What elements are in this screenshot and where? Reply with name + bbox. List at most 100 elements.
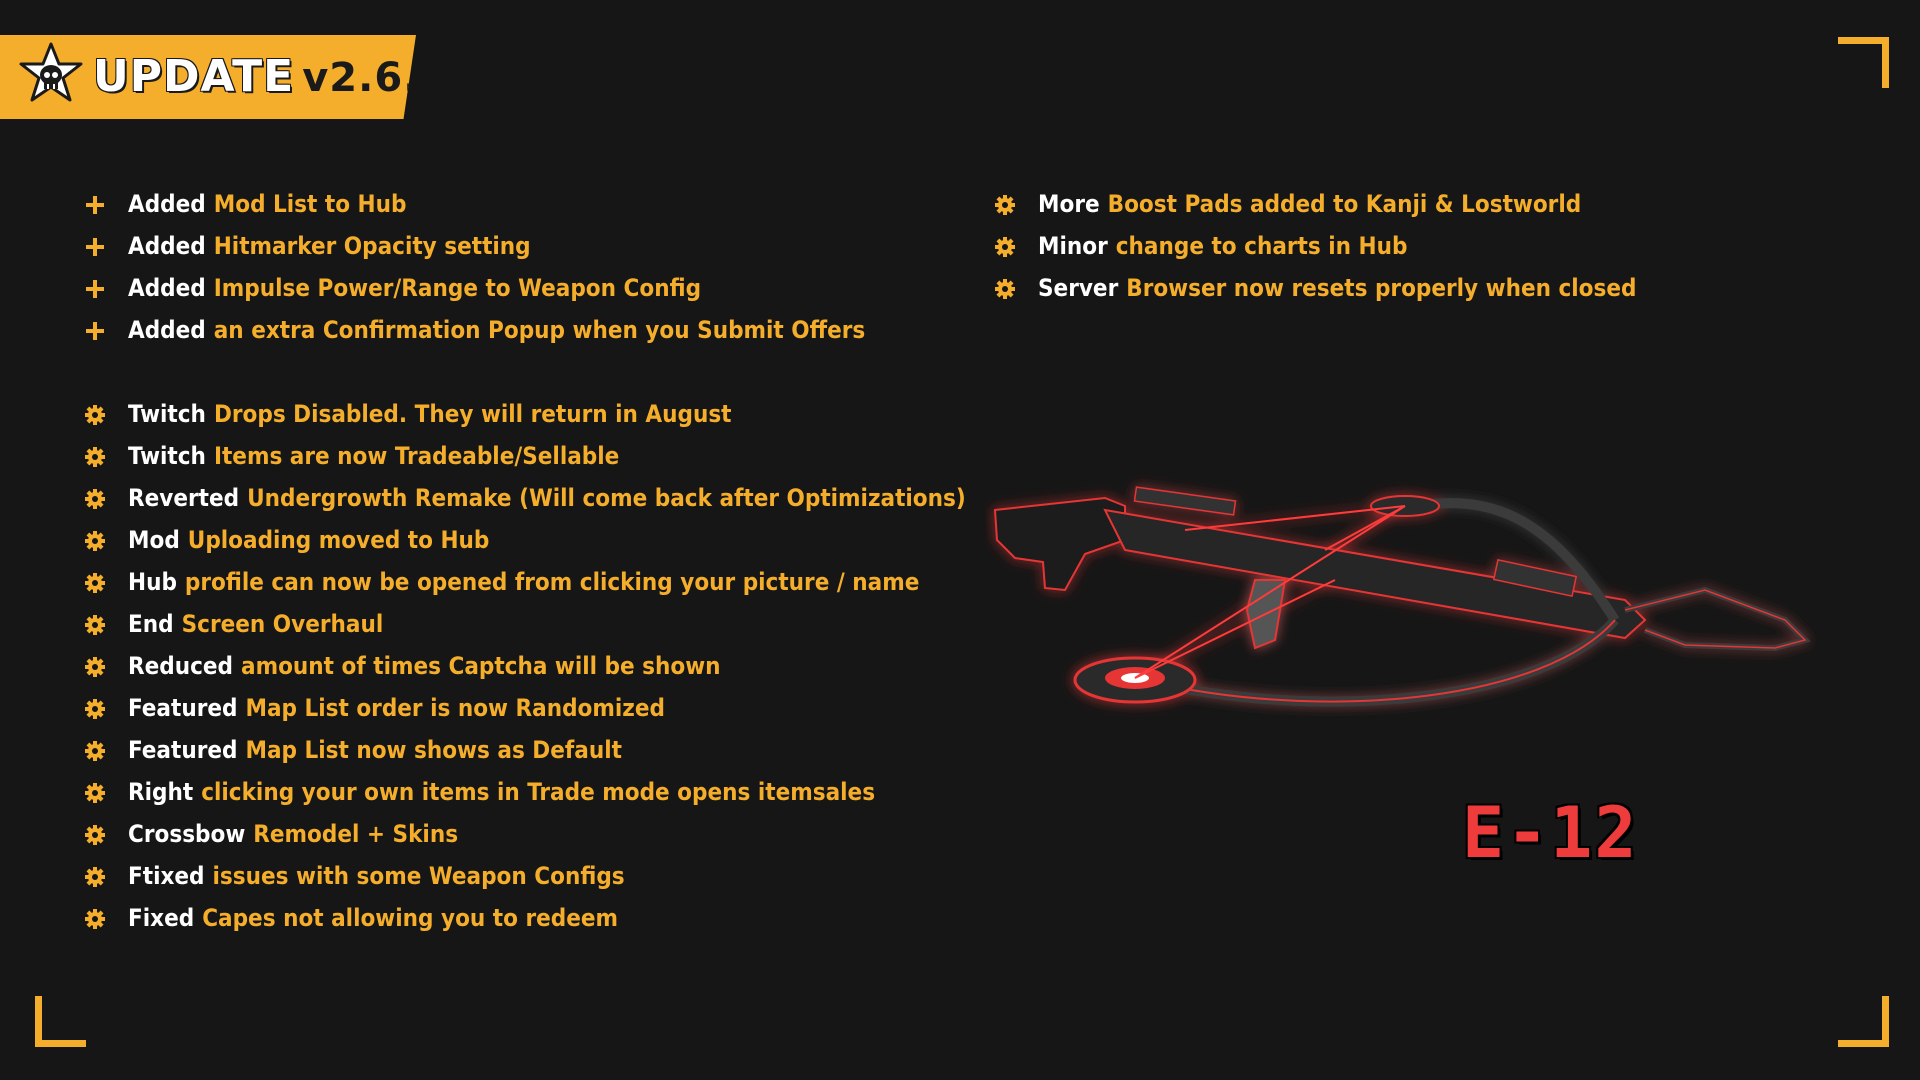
gear-icon bbox=[992, 267, 1018, 309]
gear-icon bbox=[82, 645, 108, 687]
changelog-keyword: Minor bbox=[1038, 232, 1108, 260]
corner-bracket-top-right bbox=[1838, 37, 1889, 88]
changelog-detail: issues with some Weapon Configs bbox=[212, 862, 625, 890]
changelog-keyword: End bbox=[128, 610, 174, 638]
changelog-keyword: Crossbow bbox=[128, 820, 246, 848]
changelog-keyword: More bbox=[1038, 190, 1100, 218]
changelog-keyword: Reduced bbox=[128, 652, 234, 680]
changelog-keyword: Twitch bbox=[128, 400, 206, 428]
changelog-keyword: Hub bbox=[128, 568, 177, 596]
changelog-detail: Capes not allowing you to redeem bbox=[202, 904, 619, 932]
changelog-detail: profile can now be opened from clicking … bbox=[184, 568, 920, 596]
gear-icon bbox=[82, 687, 108, 729]
changelog-detail: Undergrowth Remake (Will come back after… bbox=[247, 484, 966, 512]
changelog-detail: Items are now Tradeable/Sellable bbox=[213, 442, 620, 470]
changelog-keyword: Added bbox=[128, 232, 206, 260]
changelog-detail: Hitmarker Opacity setting bbox=[213, 232, 531, 260]
changelog-detail: Uploading moved to Hub bbox=[187, 526, 490, 554]
gear-icon bbox=[82, 813, 108, 855]
gear-icon bbox=[82, 477, 108, 519]
gear-icon bbox=[992, 225, 1018, 267]
plus-icon bbox=[82, 225, 108, 267]
title-text: UPDATE bbox=[93, 51, 295, 102]
gear-icon bbox=[82, 561, 108, 603]
corner-bracket-bottom-right bbox=[1838, 996, 1889, 1047]
crossbow-image bbox=[993, 486, 1811, 707]
changelog-detail: an extra Confirmation Popup when you Sub… bbox=[213, 316, 866, 344]
gear-icon bbox=[82, 603, 108, 645]
gear-icon bbox=[82, 519, 108, 561]
changelog-keyword: Twitch bbox=[128, 442, 206, 470]
changelog-detail: Mod List to Hub bbox=[213, 190, 407, 218]
changelog-keyword: Featured bbox=[128, 694, 238, 722]
changelog-keyword: Server bbox=[1038, 274, 1119, 302]
changelog-detail: Browser now resets properly when closed bbox=[1126, 274, 1637, 302]
gear-icon bbox=[82, 393, 108, 435]
gear-icon bbox=[82, 855, 108, 897]
changelog-keyword: Added bbox=[128, 190, 206, 218]
changelog-detail: Screen Overhaul bbox=[181, 610, 384, 638]
section-spacer bbox=[82, 351, 942, 393]
changelog-detail: clicking your own items in Trade mode op… bbox=[201, 778, 876, 806]
version-text: v2.6.3 bbox=[302, 55, 449, 101]
plus-icon bbox=[82, 267, 108, 309]
changelog-keyword: Ftixed bbox=[128, 862, 205, 890]
changelog-detail: Map List now shows as Default bbox=[245, 736, 622, 764]
changelog-detail: change to charts in Hub bbox=[1115, 232, 1408, 260]
changelog-keyword: Right bbox=[128, 778, 194, 806]
skull-star-icon bbox=[19, 42, 83, 102]
changelog-keyword: Featured bbox=[128, 736, 238, 764]
changelog-keyword: Added bbox=[128, 274, 206, 302]
changelog-keyword: Reverted bbox=[128, 484, 240, 512]
changelog-detail: Impulse Power/Range to Weapon Config bbox=[213, 274, 702, 302]
gear-icon bbox=[82, 897, 108, 939]
corner-bracket-bottom-left bbox=[35, 996, 86, 1047]
changelog-keyword: Fixed bbox=[128, 904, 195, 932]
gear-icon bbox=[992, 183, 1018, 225]
changelog-detail: Map List order is now Randomized bbox=[245, 694, 665, 722]
changelog-keyword: Added bbox=[128, 316, 206, 344]
changelog-detail: Drops Disabled. They will return in Augu… bbox=[213, 400, 732, 428]
changelog-detail: Boost Pads added to Kanji & Lostworld bbox=[1107, 190, 1582, 218]
